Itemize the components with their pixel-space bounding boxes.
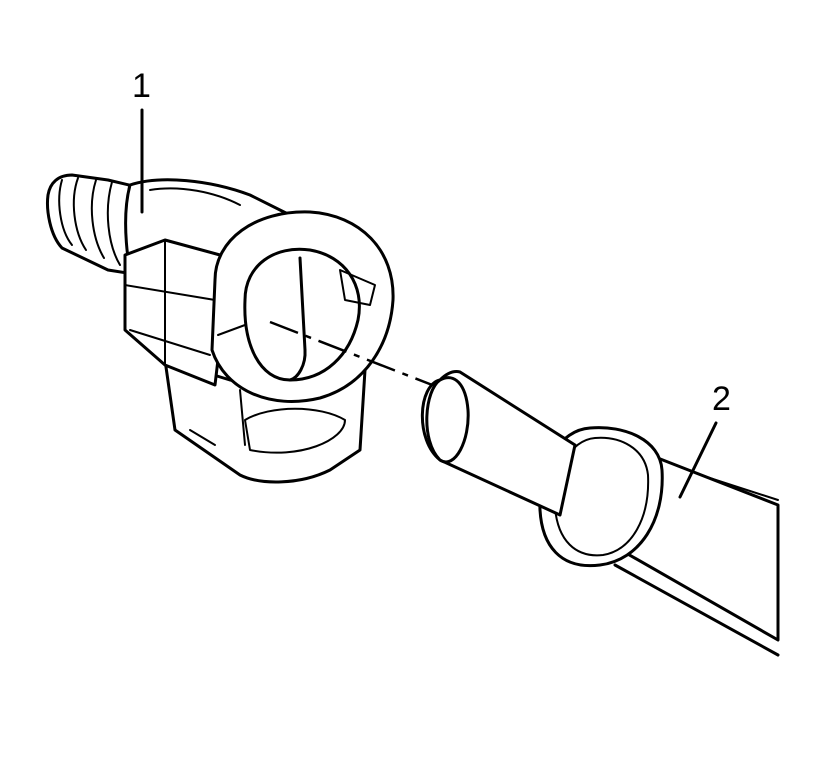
quick-connect-fitting [46,173,395,484]
leader-line-2 [678,421,718,499]
callout-1: 1 [132,67,151,105]
tube-end [420,370,780,657]
alignment-centerline [269,320,441,390]
callout-2: 2 [712,380,731,418]
